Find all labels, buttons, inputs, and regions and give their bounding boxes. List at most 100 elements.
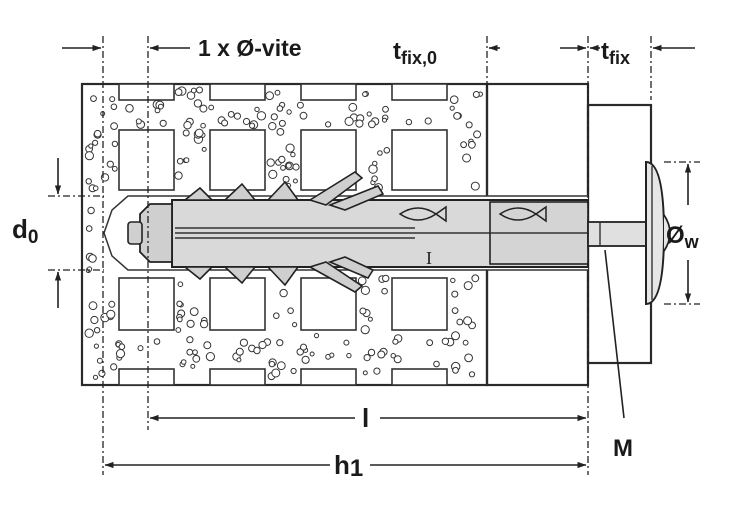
aggregate-dot [393, 355, 402, 364]
aggregate-dot [377, 150, 383, 156]
aggregate-dot [87, 206, 95, 215]
aggregate-dot [110, 103, 118, 111]
aggregate-dot [383, 147, 391, 154]
aggregate-dot [329, 352, 335, 358]
screw [587, 160, 671, 306]
aggregate-dot [392, 338, 399, 345]
aggregate-dot [176, 300, 183, 307]
aggregate-dot [452, 366, 459, 374]
aggregate-dot [273, 312, 280, 320]
aggregate-dot [199, 319, 209, 329]
aggregate-dot [279, 288, 288, 298]
dimension-labels: 1 x Ø-vite tfix,0 tfix d0 Øw l M h1 [12, 35, 700, 482]
aggregate-dot [366, 111, 372, 117]
aggregate-dot [176, 157, 184, 165]
aggregate-dot [208, 104, 215, 111]
aggregate-dot [106, 309, 116, 319]
aggregate-dot [85, 225, 93, 232]
aggregate-dot [183, 157, 190, 164]
aggregate-dot [296, 348, 304, 356]
aggregate-dot [296, 101, 304, 109]
aggregate-dot [362, 370, 368, 376]
plug-mark: I [426, 248, 432, 268]
aggregate-dot [456, 318, 464, 326]
aggregate-dot [268, 169, 278, 179]
aggregate-dot [300, 343, 307, 351]
aggregate-dot [135, 118, 142, 125]
aggregate-dot [382, 117, 387, 123]
aggregate-dot [177, 281, 184, 288]
aggregate-dot [190, 87, 197, 94]
plug-body: I [171, 171, 589, 293]
aggregate-dot [236, 357, 242, 363]
aggregate-dot [377, 350, 386, 359]
aggregate-dot [372, 160, 378, 167]
aggregate-dot [381, 287, 388, 295]
aggregate-dot [441, 337, 450, 345]
aggregate-dot [258, 340, 267, 350]
label-washer-diameter: Øw [666, 222, 700, 252]
aggregate-dot [118, 343, 126, 351]
aggregate-dot [92, 374, 99, 380]
aggregate-dot [274, 89, 281, 96]
aggregate-dot [362, 91, 368, 97]
aggregate-dot [200, 122, 206, 129]
dimension-lines [54, 44, 695, 469]
aggregate-dot [468, 371, 476, 378]
label-screw-diameter: 1 x Ø-vite [198, 35, 302, 61]
aggregate-dot [253, 346, 261, 355]
aggregate-dot [280, 165, 286, 171]
aggregate-dot [110, 122, 118, 130]
aggregate-dot [451, 290, 459, 298]
aggregate-dot [360, 285, 370, 295]
aggregate-dot [465, 121, 473, 129]
aggregate-dot [301, 355, 310, 364]
aggregate-dot [292, 322, 298, 328]
aggregate-dot [355, 119, 364, 128]
aggregate-dot [360, 325, 370, 335]
aggregate-dot [183, 121, 192, 130]
aggregate-dot [292, 163, 300, 171]
aggregate-dot [84, 328, 94, 338]
aggregate-dot [290, 151, 296, 158]
aggregate-dot [92, 185, 99, 191]
aggregate-dot [176, 316, 183, 323]
aggregate-dot [285, 162, 292, 169]
label-tfix: tfix [601, 38, 630, 68]
aggregate-dot [159, 119, 167, 127]
aggregate-dot [390, 353, 396, 359]
aggregate-dot [233, 112, 241, 120]
aggregate-dot [157, 103, 164, 110]
aggregate-dot [357, 276, 367, 286]
aggregate-dot [367, 316, 373, 322]
aggregate-dot [309, 351, 315, 357]
aggregate-dot [346, 352, 352, 359]
aggregate-dot [276, 339, 284, 347]
aggregate-dot [203, 341, 212, 350]
aggregate-dot [88, 301, 98, 311]
aggregate-dot [451, 331, 460, 341]
aggregate-dot [108, 300, 116, 308]
aggregate-dot [85, 178, 92, 185]
aggregate-dot [343, 339, 350, 346]
aggregate-dot [242, 117, 251, 126]
base-material [80, 82, 489, 387]
aggregate-dot [470, 181, 480, 191]
aggregate-dot [115, 349, 126, 359]
aggregate-dot [433, 360, 440, 368]
aggregate-dot [426, 339, 434, 347]
aggregate-dot [93, 327, 101, 334]
base-aggregate-dots [84, 86, 483, 381]
aggregate-dot [278, 155, 286, 164]
aggregate-dot [359, 307, 367, 315]
aggregate-dot [227, 111, 235, 118]
aggregate-dot [221, 119, 229, 127]
aggregate-dot [190, 363, 196, 369]
aggregate-dot [363, 354, 371, 362]
aggregate-dot [174, 88, 183, 96]
aggregate-dot [268, 122, 277, 131]
aggregate-dot [93, 129, 102, 138]
aggregate-dot [472, 91, 480, 98]
aggregate-dot [186, 348, 194, 356]
